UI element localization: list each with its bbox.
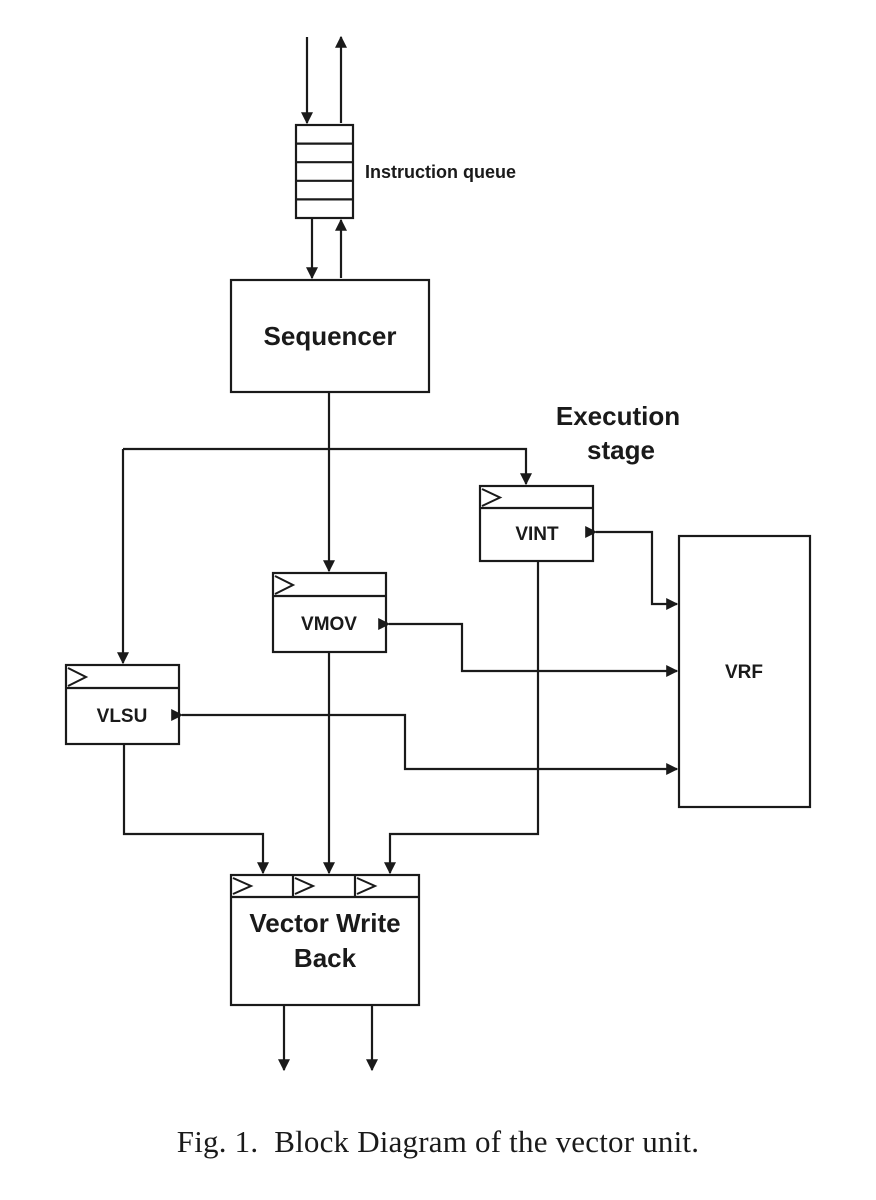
vlsu-block <box>64 663 181 746</box>
writeback-clock-icon-2 <box>294 877 316 895</box>
vint-to-writeback-arrow <box>384 561 540 875</box>
vlsu-vrf-link <box>171 709 679 775</box>
writeback-label-line2: Back <box>294 943 357 973</box>
vint-block <box>478 484 595 563</box>
vint-vrf-link <box>585 526 679 610</box>
vlsu-clock-icon <box>67 667 89 687</box>
vrf-block <box>677 534 812 809</box>
instruction-queue-label: Instruction queue <box>365 162 516 182</box>
sequencer-block <box>229 278 431 394</box>
writeback-clock-icon-3 <box>356 877 378 895</box>
vint-label: VINT <box>515 524 559 545</box>
vint-clock-icon <box>481 488 503 507</box>
vmov-vrf-link <box>378 618 679 677</box>
instruction-queue <box>294 123 355 220</box>
vlsu-to-writeback-arrow <box>122 744 269 875</box>
vrf-label: VRF <box>725 662 763 683</box>
sequencer-bus-to-vint-arrow <box>123 447 532 486</box>
vector-write-back-block <box>229 873 421 1007</box>
execution-stage-label-line2: stage <box>587 435 655 465</box>
writeback-clock-icon-1 <box>232 877 254 895</box>
vlsu-label: VLSU <box>97 706 148 727</box>
sequencer-label: Sequencer <box>264 321 397 351</box>
vmov-block <box>271 571 388 654</box>
vmov-clock-icon <box>274 575 296 595</box>
writeback-label-line1: Vector Write <box>249 908 400 938</box>
execution-stage-label-line1: Execution <box>556 401 680 431</box>
figure-caption: Fig. 1. Block Diagram of the vector unit… <box>176 1124 700 1159</box>
vmov-label: VMOV <box>301 614 357 635</box>
